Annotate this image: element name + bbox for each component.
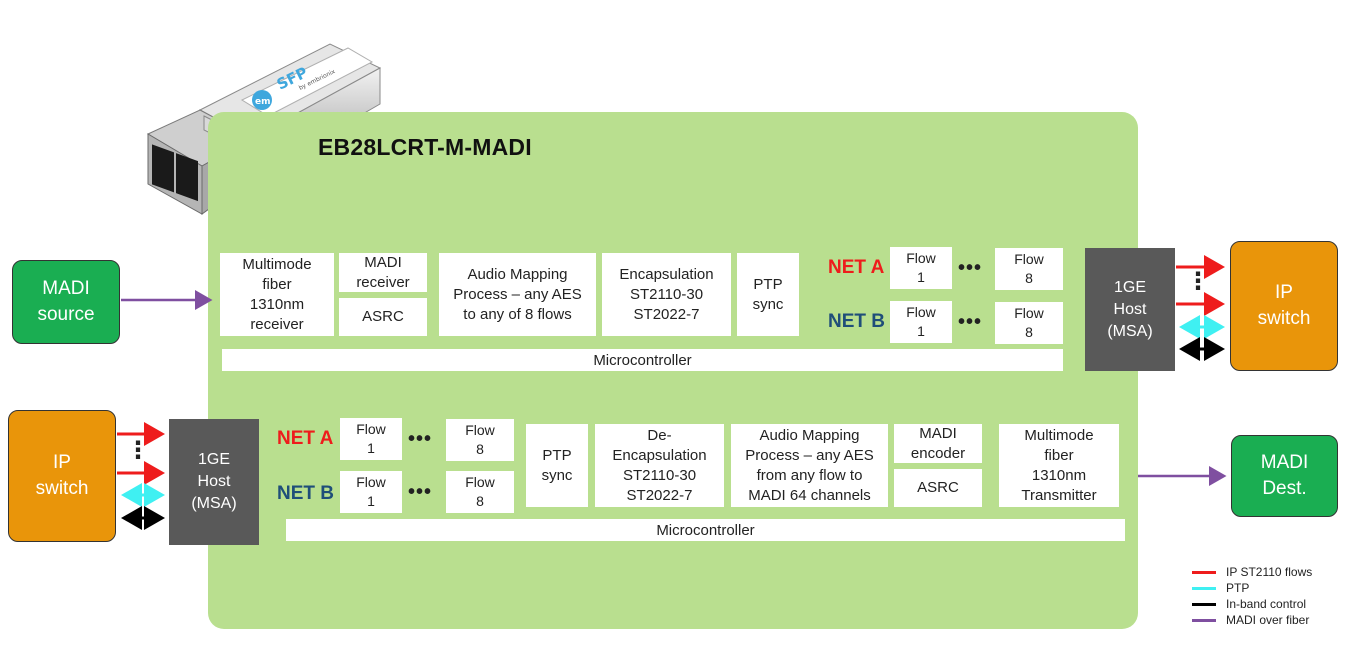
multimode-receiver-box: Multimode fiber 1310nm receiver [220,253,334,336]
ip-switch-box-bottom: IP switch [8,410,116,542]
ellipsis-net-b-bottom: ••• [408,481,433,503]
legend-item-madi-fiber: MADI over fiber [1192,612,1352,628]
net-b-label-bottom: NET B [277,483,334,504]
ptp-sync-box-top: PTP sync [737,253,799,336]
madi-source-box: MADI source [12,260,120,344]
host-msa-box-bottom: 1GE Host (MSA) [169,419,259,545]
legend-swatch-control [1192,602,1216,606]
ellipsis-net-a-bottom: ••• [408,428,433,450]
audio-mapping-box-top: Audio Mapping Process – any AES to any o… [439,253,596,336]
madi-encoder-box: MADI encoder [894,424,982,463]
madi-dest-box: MADI Dest. [1231,435,1338,517]
flow-8-net-a-top: Flow 8 [995,248,1063,290]
net-a-label-top: NET A [828,257,885,278]
net-a-label-bottom: NET A [277,428,334,449]
sfp-brand: em [255,97,270,107]
de-encapsulation-box: De- Encapsulation ST2110-30 ST2022-7 [595,424,724,507]
legend-label: PTP [1226,581,1250,595]
net-b-label-top: NET B [828,311,885,332]
flow-1-net-a-bottom: Flow 1 [340,418,402,460]
legend-item-ptp: PTP [1192,580,1352,596]
legend-label: IP ST2110 flows [1226,565,1313,579]
legend-label: In-band control [1226,597,1307,611]
ptp-sync-box-bottom: PTP sync [526,424,588,507]
flow-1-net-b-bottom: Flow 1 [340,471,402,513]
host-msa-box-top: 1GE Host (MSA) [1085,248,1175,371]
microcontroller-bar-top: Microcontroller [222,349,1063,371]
microcontroller-bar-bottom: Microcontroller [286,519,1125,541]
ellipsis-net-b-top: ••• [958,311,983,333]
legend: IP ST2110 flows PTP In-band control MADI… [1192,564,1352,628]
legend-item-ip-flows: IP ST2110 flows [1192,564,1352,580]
multimode-transmitter-box: Multimode fiber 1310nm Transmitter [999,424,1119,507]
flow-8-net-b-bottom: Flow 8 [446,471,514,513]
legend-label: MADI over fiber [1226,613,1310,627]
flow-1-net-a-top: Flow 1 [890,247,952,289]
ellipsis-net-a-top: ••• [958,257,983,279]
legend-item-control: In-band control [1192,596,1352,612]
asrc-box-top: ASRC [339,298,427,336]
flow-8-net-a-bottom: Flow 8 [446,419,514,461]
audio-mapping-box-bottom: Audio Mapping Process – any AES from any… [731,424,888,507]
legend-swatch-ip-flows [1192,570,1216,574]
legend-swatch-madi-fiber [1192,618,1216,622]
madi-receiver-box: MADI receiver [339,253,427,292]
module-title: EB28LCRT-M-MADI [318,134,532,160]
asrc-box-bottom: ASRC [894,469,982,507]
ip-switch-box-top: IP switch [1230,241,1338,371]
flow-1-net-b-top: Flow 1 [890,301,952,343]
encapsulation-box: Encapsulation ST2110-30 ST2022-7 [602,253,731,336]
legend-swatch-ptp [1192,586,1216,590]
flow-8-net-b-top: Flow 8 [995,302,1063,344]
